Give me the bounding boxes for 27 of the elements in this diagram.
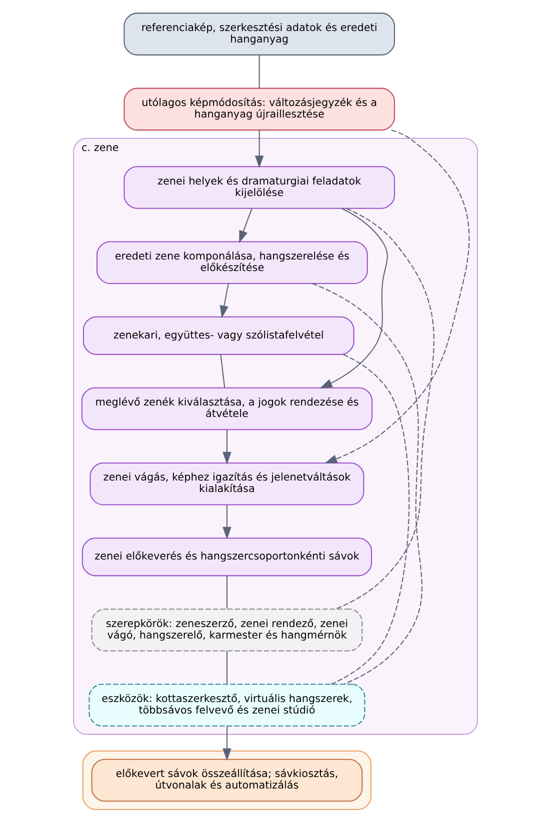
connector — [258, 54, 260, 88]
arrow — [319, 207, 388, 388]
arrow — [254, 130, 264, 168]
node-box: szerepkörök: zeneszerző, zenei rendező, zenei vágó, hangszerelő, karmester és hangmérnök — [90, 608, 362, 651]
node-box: eszközök: kottaszerkesztő, virtuális hangszerek, többsávos felvevő és zenei stúdió — [88, 683, 365, 726]
connector — [220, 354, 225, 388]
node-box: zenekari, együttes- vagy szólistafelvétel — [82, 316, 354, 354]
node-box: eredeti zene komponálása, hangszerelése és előkészítése — [96, 240, 368, 284]
cluster — [82, 750, 372, 810]
connector — [330, 354, 410, 684]
connector — [226, 650, 227, 684]
connector — [334, 207, 434, 609]
node-box: zenei helyek és dramaturgiai feladatok kijelölése — [123, 166, 394, 208]
node-box: meglévő zenék kiválasztása, a jogok rendezése és átvétele — [80, 386, 372, 430]
arrow — [219, 283, 228, 318]
node-box: zenei vágás, képhez igazítás és jelenetváltások kialakítása — [89, 462, 364, 505]
connector — [312, 282, 422, 684]
node-box: zenei előkeverés és hangszercsoportonkénti sávok — [81, 537, 372, 576]
node-box: utólagos képmódosítás: változásjegyzék és a hanganyag újraillesztése — [123, 87, 394, 130]
arrow — [238, 208, 252, 243]
arrow — [222, 429, 231, 464]
arrow — [324, 129, 470, 463]
connector — [226, 575, 227, 608]
arrow — [222, 726, 231, 760]
arrow — [222, 504, 231, 539]
node-box: előkevert sávok összeállítása; sávkiosztás, útvonalak és automatizálás — [90, 758, 362, 802]
node-box: referenciakép, szerkesztési adatok és eredeti hanganyag — [123, 12, 394, 55]
